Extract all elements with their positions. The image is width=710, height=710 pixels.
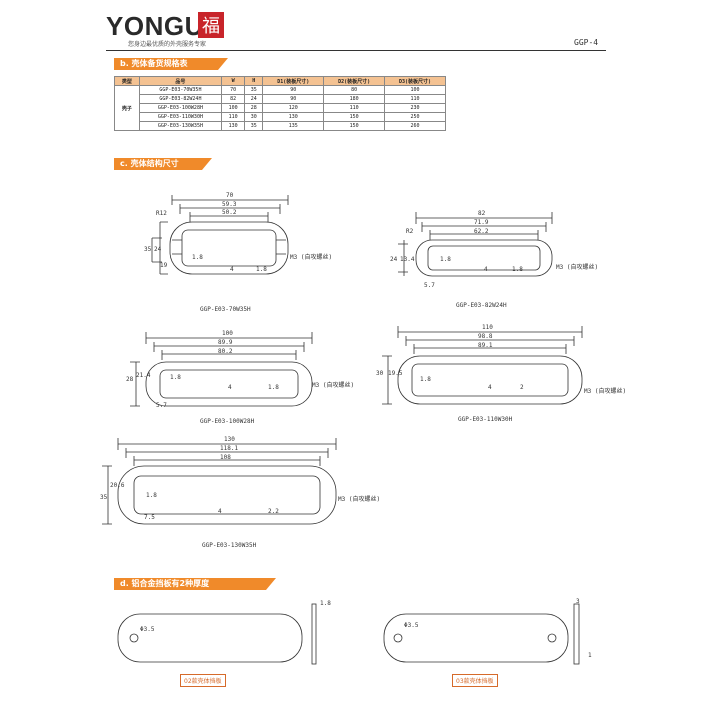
dim-inner2: 108 bbox=[220, 454, 231, 461]
brand-tagline: 您身边最优质的外壳服务专家 bbox=[128, 41, 207, 48]
dim-inner2: 62.2 bbox=[474, 228, 489, 235]
brand-name: YONGU bbox=[106, 11, 204, 41]
dim-t2: 4 bbox=[230, 266, 234, 273]
dim-height: 30 bbox=[376, 370, 384, 377]
profile-name: GGP-E03-82W24H bbox=[456, 302, 507, 309]
dim-extra: 5.7 bbox=[156, 402, 167, 409]
dim-height: 35 bbox=[100, 494, 108, 501]
profile-70w35h-shape bbox=[151, 195, 289, 275]
dim-inner1: 59.3 bbox=[222, 201, 237, 208]
dim-extra: 19 bbox=[160, 262, 168, 269]
spec-table: 类型 品号 W H D1(装板尺寸) D2(装板尺寸) D3(装板尺寸) 壳子 … bbox=[114, 76, 446, 131]
dim-t1: 1.8 bbox=[440, 256, 451, 263]
profile-100w28h-shape bbox=[130, 332, 313, 407]
dim-t3: 2.2 bbox=[268, 508, 279, 515]
dim-t2: 4 bbox=[228, 384, 232, 391]
m3-label: M3 (自攻螺丝) bbox=[312, 382, 355, 389]
dim-extra: 7.5 bbox=[144, 514, 155, 521]
profile-82w24h-shape bbox=[398, 212, 553, 277]
plate-03-shape bbox=[383, 603, 580, 665]
dim-width: 70 bbox=[226, 192, 234, 199]
profile-name: GGP-E03-70W35H bbox=[200, 306, 251, 313]
m3-label: M3 (自攻螺丝) bbox=[584, 388, 627, 395]
thickness-label: 3 bbox=[576, 598, 580, 605]
dim-inner1: 98.8 bbox=[478, 333, 493, 340]
dim-h2: 21.4 bbox=[136, 372, 151, 379]
extra-label: 1 bbox=[588, 652, 592, 659]
dim-t1: 4 bbox=[488, 384, 492, 391]
profile-110w30h-shape bbox=[382, 326, 583, 405]
m3-label: M3 (自攻螺丝) bbox=[338, 496, 381, 503]
dim-t3: 1.8 bbox=[256, 266, 267, 273]
dim-width: 110 bbox=[482, 324, 493, 331]
dim-width: 130 bbox=[224, 436, 235, 443]
dim-h2: 20.6 bbox=[110, 482, 125, 489]
dim-h2: 13.4 bbox=[400, 256, 415, 263]
table-row: GGP-E03-130W35H 130 35 135 150 260 bbox=[115, 121, 446, 131]
profile-name: GGP-E03-130W35H bbox=[202, 542, 257, 549]
dim-width: 100 bbox=[222, 330, 233, 337]
section-d-header: d. 铝合金挡板有2种厚度 bbox=[114, 578, 276, 590]
m3-label: M3 (自攻螺丝) bbox=[290, 254, 333, 261]
brand-logo: 福 bbox=[198, 12, 224, 38]
cell: 35 bbox=[244, 121, 264, 131]
dim-extra: 5.7 bbox=[424, 282, 435, 289]
section-d-title: d. 铝合金挡板有2种厚度 bbox=[120, 579, 210, 588]
dim-t2: 4 bbox=[484, 266, 488, 273]
profile-name: GGP-E03-110W30H bbox=[458, 416, 513, 423]
m3-label: M3 (自攻螺丝) bbox=[556, 264, 599, 271]
cell: GGP-E03-130W35H bbox=[138, 121, 223, 131]
section-b-title: b. 壳体备货规格表 bbox=[120, 59, 188, 68]
dim-inner1: 71.9 bbox=[474, 219, 489, 226]
dim-height: 24 bbox=[390, 256, 398, 263]
dim-h2: 19.5 bbox=[388, 370, 403, 377]
dim-side: R2 bbox=[406, 228, 414, 235]
dim-t2: 4 bbox=[218, 508, 222, 515]
dim-h2: 24 bbox=[154, 246, 162, 253]
dim-t3: 1.8 bbox=[268, 384, 279, 391]
profile-130w35h-shape bbox=[102, 438, 337, 525]
section-c-title: c. 壳体结构尺寸 bbox=[120, 159, 179, 168]
cell: 260 bbox=[384, 121, 446, 131]
plate-02-caption: 02款壳体挡板 bbox=[180, 674, 226, 687]
section-c-header: c. 壳体结构尺寸 bbox=[114, 158, 212, 170]
thickness-label: 1.8 bbox=[320, 600, 331, 607]
plate-03-caption: 03款壳体挡板 bbox=[452, 674, 498, 687]
dim-width: 82 bbox=[478, 210, 486, 217]
dim-inner1: 118.1 bbox=[220, 445, 239, 452]
page-code: GGP-4 bbox=[574, 38, 599, 47]
dim-t3: 1.8 bbox=[420, 376, 431, 383]
dim-t1: 1.8 bbox=[146, 492, 157, 499]
dim-inner2: 80.2 bbox=[218, 348, 233, 355]
dim-height: 35 bbox=[144, 246, 152, 253]
profile-name: GGP-E03-100W28H bbox=[200, 418, 255, 425]
dim-t3: 1.8 bbox=[512, 266, 523, 273]
dim-inner2: 89.1 bbox=[478, 342, 493, 349]
dim-t2: 2 bbox=[520, 384, 524, 391]
type-cell: 壳子 bbox=[114, 85, 140, 131]
section-b-header: b. 壳体备货规格表 bbox=[114, 58, 228, 70]
dim-t1: 1.8 bbox=[192, 254, 203, 261]
dim-side: R12 bbox=[156, 210, 167, 217]
hole-label: Φ3.5 bbox=[404, 622, 419, 629]
dim-inner1: 89.9 bbox=[218, 339, 233, 346]
plate-02-shape bbox=[117, 603, 317, 665]
header-divider bbox=[106, 50, 606, 51]
spec-table-header: 类型 品号 W H D1(装板尺寸) D2(装板尺寸) D3(装板尺寸) bbox=[114, 76, 446, 86]
dim-height: 28 bbox=[126, 376, 134, 383]
dim-inner2: 50.2 bbox=[222, 209, 237, 216]
hole-label: Φ3.5 bbox=[140, 626, 155, 633]
dim-t1: 1.8 bbox=[170, 374, 181, 381]
